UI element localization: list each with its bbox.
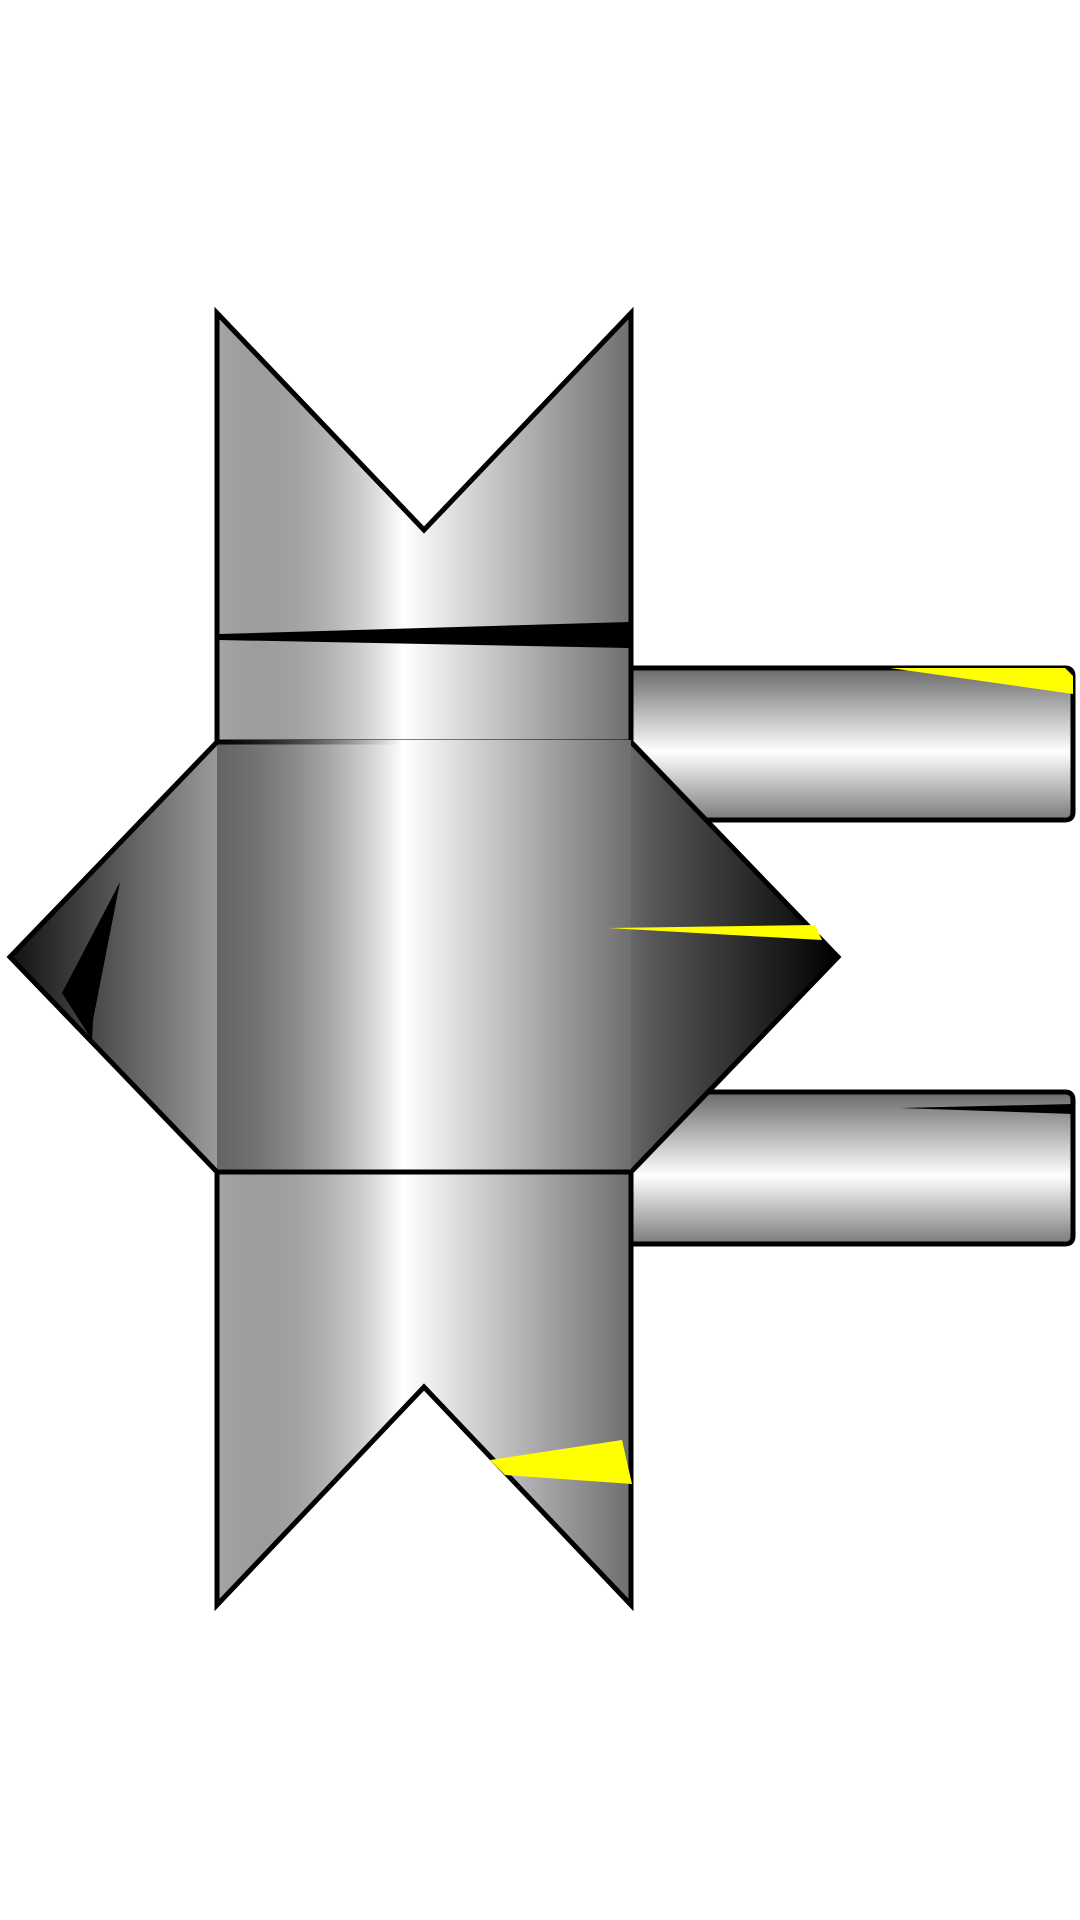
double-notched-body [214,306,634,1612]
body-bottom-yellow-reflection [490,1440,632,1484]
upper-seam-line [219,622,629,648]
lower-side-pipe [617,1089,1076,1247]
flange-left-dark-reflection [62,882,120,1040]
flange-yellow-reflection [608,925,822,940]
upper-pipe-yellow-reflection [890,668,1073,694]
lower-pipe-dark-reflection [900,1104,1073,1114]
upper-side-pipe [617,665,1076,823]
